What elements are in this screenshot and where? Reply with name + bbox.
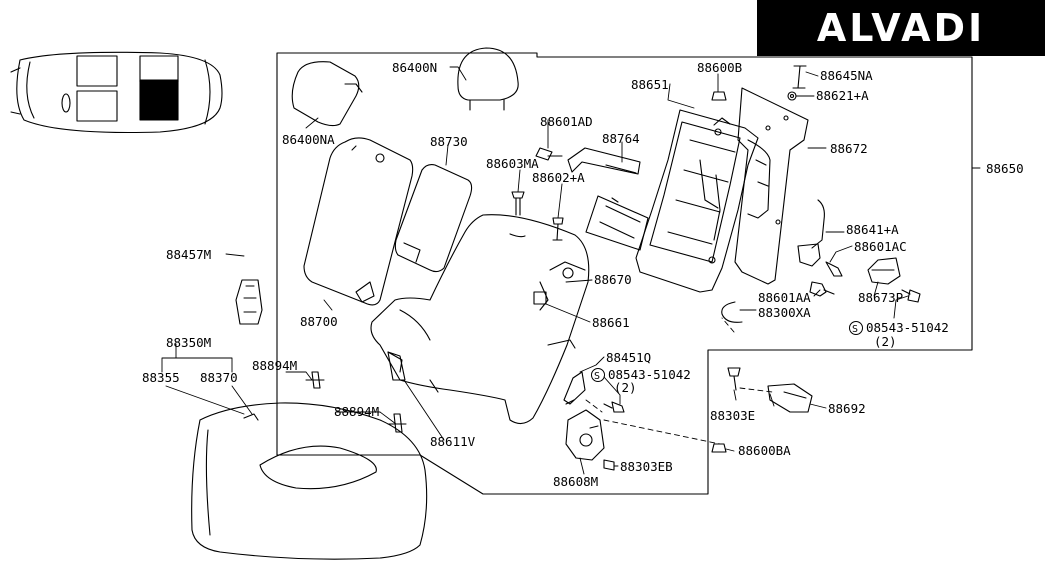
panel-88672 bbox=[734, 87, 809, 285]
hinge-88451Q bbox=[563, 371, 586, 405]
nut-88600B bbox=[711, 91, 727, 101]
label-88600B: 88600B bbox=[697, 60, 742, 75]
leader-lines bbox=[161, 66, 981, 475]
label-88645NA: 88645NA bbox=[820, 68, 873, 83]
screw-symbol-s: S bbox=[852, 324, 858, 335]
label-88370: 88370 bbox=[200, 370, 238, 385]
bracket-88611V bbox=[387, 351, 406, 381]
label-88303EB: 88303EB bbox=[620, 459, 673, 474]
label-88700: 88700 bbox=[300, 314, 338, 329]
screw-symbol-icon bbox=[849, 321, 863, 335]
label-88730: 88730 bbox=[430, 134, 468, 149]
label-08543-b-qty: (2) bbox=[614, 380, 637, 395]
label-88603MA: 88603MA bbox=[486, 156, 539, 171]
frame-88651 bbox=[585, 109, 771, 293]
label-88355: 88355 bbox=[142, 370, 180, 385]
label-88764: 88764 bbox=[602, 131, 640, 146]
hinge-88608M bbox=[565, 409, 605, 461]
label-88651: 88651 bbox=[631, 77, 669, 92]
latch-88673P bbox=[867, 257, 901, 285]
pad-88730 bbox=[394, 164, 473, 273]
label-08543-b: 08543-51042 bbox=[608, 367, 691, 382]
bolt-88303E bbox=[727, 367, 741, 391]
car-location-icon bbox=[10, 51, 223, 134]
seat-back-trim-88700 bbox=[303, 137, 414, 306]
label-88608M: 88608M bbox=[553, 474, 598, 489]
clip-88894M-a bbox=[305, 371, 325, 389]
nut-88600BA bbox=[711, 443, 727, 453]
label-86400NA: 86400NA bbox=[282, 132, 335, 147]
label-88621A: 88621+A bbox=[816, 88, 869, 103]
label-88601AA: 88601AA bbox=[758, 290, 811, 305]
bolt-08543-b bbox=[603, 401, 625, 413]
bolt-88303EB bbox=[603, 459, 615, 471]
label-88600BA: 88600BA bbox=[738, 443, 791, 458]
cable-88641A bbox=[811, 199, 825, 249]
label-88670: 88670 bbox=[594, 272, 632, 287]
label-88611V: 88611V bbox=[430, 434, 476, 449]
ring-88300XA bbox=[721, 301, 743, 323]
latch-88601AC bbox=[797, 243, 843, 277]
label-88457M: 88457M bbox=[166, 247, 211, 262]
label-88300XA: 88300XA bbox=[758, 305, 811, 320]
bracket-88457M bbox=[235, 279, 263, 325]
pin-88603MA bbox=[511, 191, 525, 216]
bracket-88661 bbox=[533, 291, 547, 305]
bracket-88764 bbox=[567, 147, 641, 175]
headrest-86400N bbox=[457, 47, 519, 111]
screw-symbol-s: S bbox=[594, 371, 600, 382]
label-88650: 88650 bbox=[986, 161, 1024, 176]
bolt-88602A bbox=[552, 217, 564, 241]
label-88641A: 88641+A bbox=[846, 222, 899, 237]
label-86400N: 86400N bbox=[392, 60, 437, 75]
label-88303E: 88303E bbox=[710, 408, 755, 423]
seat-cushion-88350M bbox=[191, 402, 428, 560]
clip-88894M-b bbox=[387, 413, 407, 433]
label-88350M: 88350M bbox=[166, 335, 211, 350]
label-88601AD: 88601AD bbox=[540, 114, 593, 129]
headrest-finisher-86400NA bbox=[291, 61, 363, 127]
bolt-88601AA bbox=[809, 281, 835, 297]
label-88602A: 88602+A bbox=[532, 170, 585, 185]
label-88451Q: 88451Q bbox=[606, 350, 651, 365]
assembly-outline bbox=[276, 52, 973, 495]
label-88601AC: 88601AC bbox=[854, 239, 907, 254]
label-08543-a-qty: (2) bbox=[874, 334, 897, 349]
label-88894M-b: 88894M bbox=[334, 404, 379, 419]
bolt-08543-a bbox=[901, 289, 921, 303]
label-88672: 88672 bbox=[830, 141, 868, 156]
bolt-88645NA bbox=[792, 65, 807, 89]
label-88894M-a: 88894M bbox=[252, 358, 297, 373]
label-88661: 88661 bbox=[592, 315, 630, 330]
brand-logo-text: ALVADI bbox=[816, 6, 986, 50]
label-88692: 88692 bbox=[828, 401, 866, 416]
lock-88692 bbox=[767, 383, 813, 413]
bolt-88601AD bbox=[535, 147, 563, 161]
label-08543-a: 08543-51042 bbox=[866, 320, 949, 335]
label-88673P: 88673P bbox=[858, 290, 903, 305]
brand-banner bbox=[757, 0, 1045, 56]
part-labels: 86400N 86400NA 88651 88600B 88645NA 8862… bbox=[142, 60, 1024, 489]
clip-88621A bbox=[787, 91, 797, 101]
seat-back-cushion bbox=[370, 214, 590, 425]
screw-symbol-icon bbox=[591, 368, 605, 382]
install-lines bbox=[585, 317, 773, 445]
